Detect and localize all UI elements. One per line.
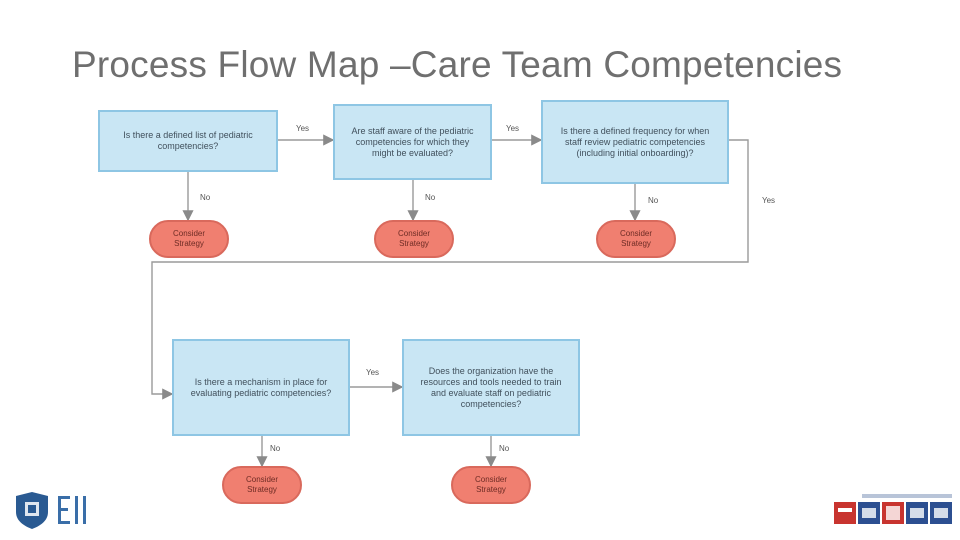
edge-q3-loop	[151, 139, 749, 400]
edge-label-q2-q3: Yes	[506, 124, 520, 133]
terminator-t3: Consider Strategy	[596, 220, 676, 258]
terminator-t5-text: Consider Strategy	[474, 475, 507, 494]
flag-logo-icon	[834, 494, 952, 524]
node-q5-text: Does the organization have the resources…	[420, 365, 562, 409]
terminator-t4-text: Consider Strategy	[245, 475, 278, 494]
terminator-t1-text: Consider Strategy	[172, 229, 205, 248]
terminator-t1: Consider Strategy	[149, 220, 229, 258]
node-q3-text: Is there a defined frequency for when st…	[560, 125, 710, 158]
node-q1: Is there a defined list of pediatric com…	[98, 110, 278, 172]
edge-label-q1-t1: No	[200, 193, 211, 202]
terminator-t5: Consider Strategy	[451, 466, 531, 504]
terminator-t4: Consider Strategy	[222, 466, 302, 504]
edge-label-q3-loop: Yes	[762, 196, 776, 205]
terminator-t3-text: Consider Strategy	[619, 229, 652, 248]
node-q4: Is there a mechanism in place for evalua…	[172, 339, 350, 436]
edge-label-q4-t4: No	[270, 444, 281, 453]
shield-logo-icon	[16, 492, 86, 529]
node-q1-text: Is there a defined list of pediatric com…	[123, 130, 253, 151]
edge-label-q1-q2: Yes	[296, 124, 310, 133]
edge-label-q2-t2: No	[425, 193, 436, 202]
node-q2-text: Are staff aware of the pediatric compete…	[351, 125, 474, 158]
terminator-t2: Consider Strategy	[374, 220, 454, 258]
terminator-t2-text: Consider Strategy	[397, 229, 430, 248]
node-q4-text: Is there a mechanism in place for evalua…	[190, 376, 332, 398]
slide-title: Process Flow Map –Care Team Competencies	[72, 44, 843, 85]
edge-label-q3-t3: No	[648, 196, 659, 205]
node-q5: Does the organization have the resources…	[402, 339, 580, 436]
node-q3: Is there a defined frequency for when st…	[541, 100, 729, 184]
edge-label-q4-q5: Yes	[366, 368, 380, 377]
node-q2: Are staff aware of the pediatric compete…	[333, 104, 492, 180]
edge-label-q5-t5: No	[499, 444, 510, 453]
